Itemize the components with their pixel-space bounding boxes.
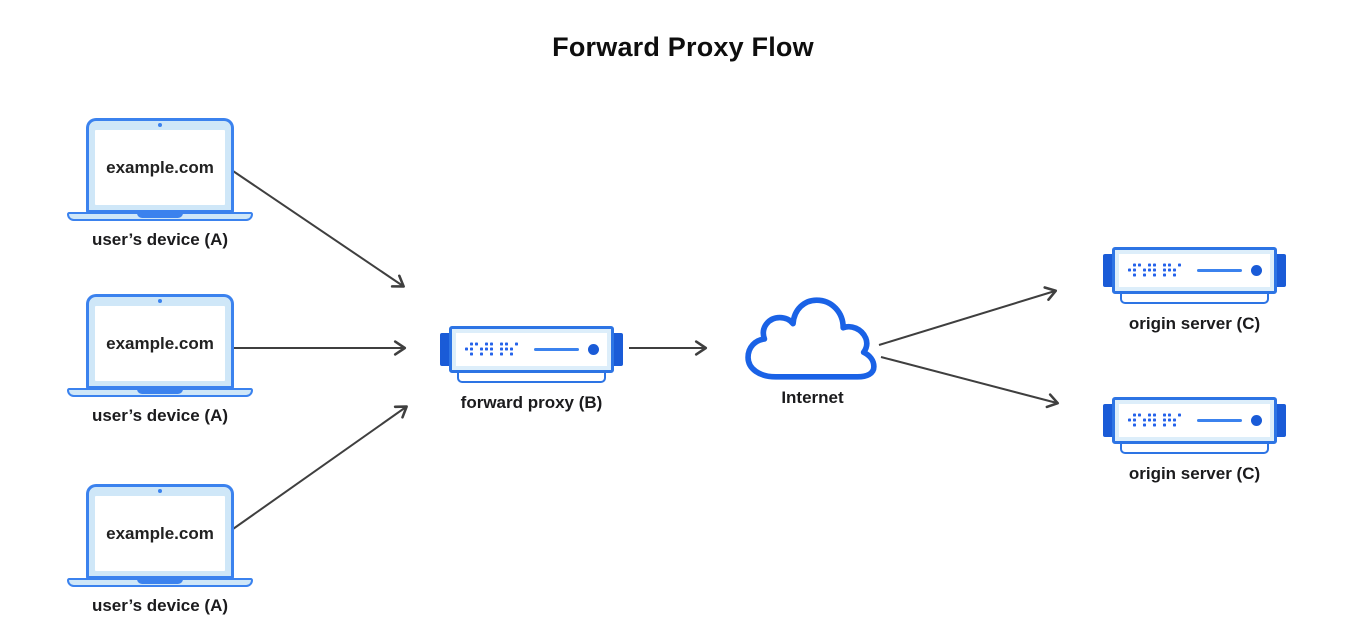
origin-caption: origin server (C) [1128,314,1261,333]
webcam-dot-icon [158,299,162,303]
arrow-device3-to-proxy [232,405,408,530]
laptop-bezel: example.com [86,118,234,213]
laptop-base [67,212,253,221]
laptop-base-notch [137,213,183,218]
laptop-icon: example.com [67,118,253,221]
server-body [1112,397,1277,444]
laptop-base-notch [137,579,183,584]
proxy-caption: forward proxy (B) [460,393,603,412]
arrow-device1-to-proxy [232,170,405,288]
server-slot [1197,269,1242,272]
laptop-icon: example.com [67,484,253,587]
server-led-icon [1251,265,1262,276]
server-slot [534,348,579,351]
origin-server-node-1: origin server (C) [1103,247,1286,334]
origin-caption: origin server (C) [1128,464,1261,483]
rack-server-icon [1103,247,1286,305]
server-panel [1119,254,1270,287]
server-slot [1197,419,1242,422]
arrow-internet-to-origin2 [880,356,1060,409]
server-vents-icon [465,342,518,356]
rack-server-icon [440,326,623,384]
diagram-title: Forward Proxy Flow [552,32,814,62]
webcam-dot-icon [158,489,162,493]
device-screen-url: example.com [106,333,214,353]
arrow-internet-to-origin1 [878,286,1058,346]
server-vents-icon [1128,263,1181,277]
device-caption: user’s device (A) [91,230,229,249]
server-led-icon [1251,415,1262,426]
user-device-node-3: example.com user’s device (A) [67,484,253,616]
laptop-screen: example.com [95,496,225,571]
laptop-icon: example.com [67,294,253,397]
laptop-base [67,388,253,397]
forward-proxy-node: forward proxy (B) [440,326,623,413]
server-body [449,326,614,373]
rack-server-icon [1103,397,1286,455]
laptop-bezel: example.com [86,484,234,579]
origin-server-node-2: origin server (C) [1103,397,1286,484]
server-panel [1119,404,1270,437]
laptop-bezel: example.com [86,294,234,389]
server-led-icon [588,344,599,355]
laptop-screen: example.com [95,130,225,205]
internet-caption: Internet [781,388,844,407]
device-caption: user’s device (A) [91,596,229,615]
laptop-base-notch [137,389,183,394]
server-body [1112,247,1277,294]
laptop-base [67,578,253,587]
device-caption: user’s device (A) [91,406,229,425]
laptop-screen: example.com [95,306,225,381]
webcam-dot-icon [158,123,162,127]
device-screen-url: example.com [106,157,214,177]
user-device-node-1: example.com user’s device (A) [67,118,253,250]
cloud-icon [745,297,877,380]
server-panel [456,333,607,366]
server-vents-icon [1128,413,1181,427]
user-device-node-2: example.com user’s device (A) [67,294,253,426]
device-screen-url: example.com [106,523,214,543]
internet-node: Internet [745,296,880,408]
